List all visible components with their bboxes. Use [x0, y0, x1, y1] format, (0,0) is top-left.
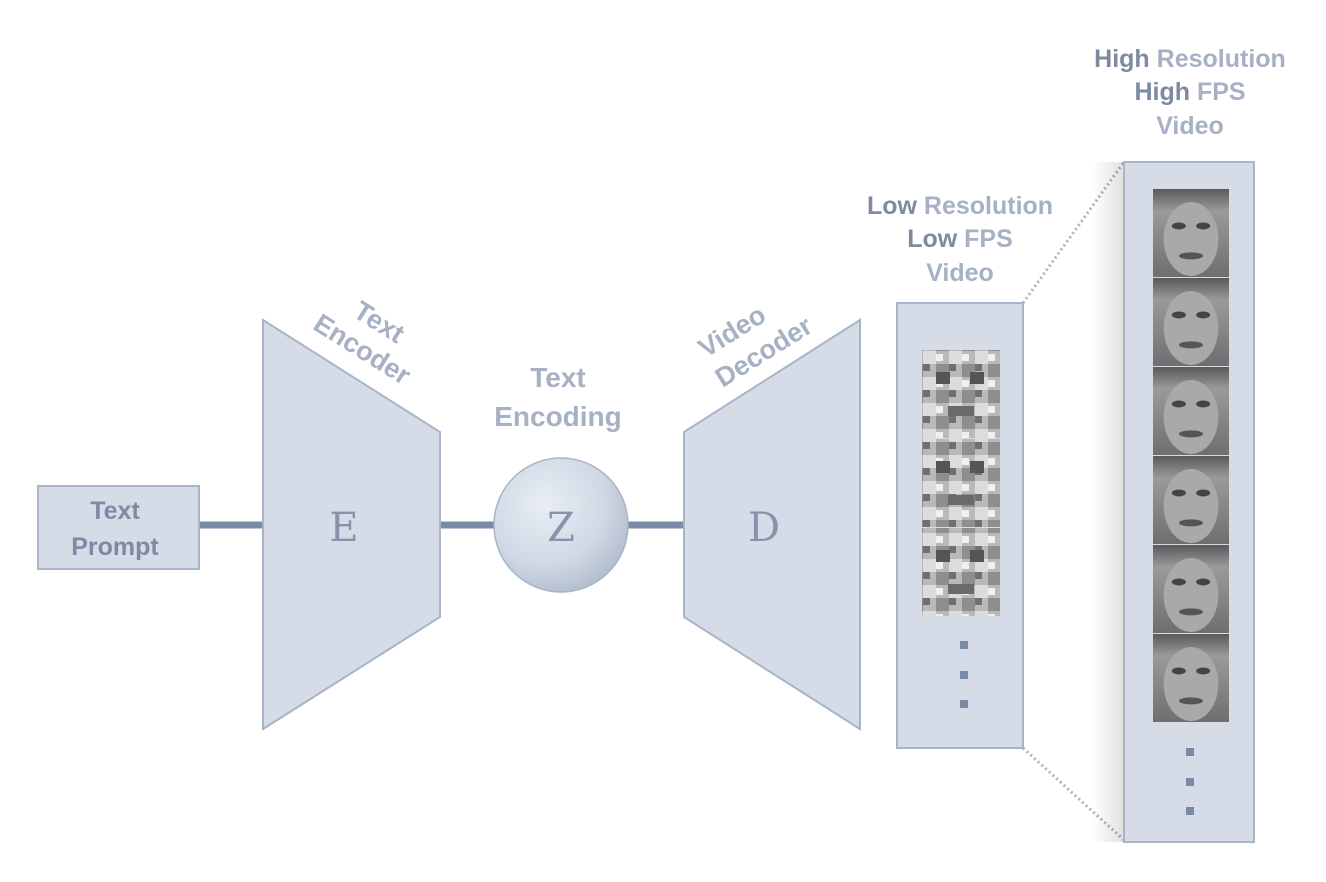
text-prompt-rect	[37, 485, 200, 570]
text-prompt-box: Text Prompt	[37, 485, 200, 570]
frame-face	[1163, 380, 1219, 454]
low-video-title-line1: Low Resolution	[867, 192, 1053, 220]
high-video-shadow	[1092, 162, 1124, 842]
frame-mouth	[1179, 697, 1203, 705]
decoder-letter: D	[748, 505, 780, 551]
video-frame	[922, 528, 1000, 616]
frame-eye-right	[970, 461, 984, 473]
latent-letter: Z	[547, 505, 575, 551]
frame-mouth	[1179, 341, 1203, 349]
frame-face	[1163, 291, 1219, 365]
frame-eye-right	[1196, 400, 1211, 408]
text-encoding-latent: Text Encoding Z	[493, 362, 629, 593]
video-frame	[1153, 456, 1229, 544]
frame-image	[922, 439, 1000, 527]
frame-mouth	[948, 406, 974, 416]
frame-eye-left	[1171, 400, 1186, 408]
frame-image	[922, 528, 1000, 616]
video-frame	[1153, 189, 1229, 277]
video-frame	[1153, 634, 1229, 722]
frame-mouth	[1179, 252, 1203, 260]
frame-eye-right	[1196, 311, 1211, 319]
frame-face	[1163, 469, 1219, 543]
video-frame	[922, 350, 1000, 438]
decoder-trapezoid	[683, 318, 861, 731]
encoder-trapezoid	[262, 318, 441, 731]
frame-mouth	[948, 584, 974, 594]
video-frame	[1153, 278, 1229, 366]
low-video-title-line3: Video	[926, 259, 994, 287]
zoom-guides	[1021, 161, 1126, 842]
frame-mouth	[1179, 519, 1203, 527]
encoder-letter: E	[329, 505, 358, 551]
video-frame	[1153, 367, 1229, 455]
ellipsis-dot	[960, 700, 968, 708]
frame-eye-left	[936, 372, 950, 384]
video-frame	[1153, 545, 1229, 633]
frame-eye-right	[1196, 489, 1211, 497]
text-prompt-label-line2: Prompt	[71, 533, 159, 561]
low-video-title-line2: Low FPS	[907, 225, 1013, 253]
video-frame	[922, 439, 1000, 527]
frame-eye-left	[1171, 578, 1186, 586]
frame-eye-left	[1171, 667, 1186, 675]
frame-eye-left	[936, 550, 950, 562]
high-video-frames	[1153, 189, 1229, 722]
frame-eye-left	[1171, 311, 1186, 319]
text-prompt-label-line1: Text	[90, 497, 140, 525]
frame-mouth	[1179, 608, 1203, 616]
latent-title-line2: Encoding	[494, 401, 622, 432]
low-res-video: Low Resolution Low FPS Video	[867, 192, 1053, 749]
frame-eye-right	[970, 550, 984, 562]
latent-title-line1: Text	[530, 362, 586, 393]
frame-eye-left	[1171, 222, 1186, 230]
latent-sphere	[493, 457, 629, 593]
frame-eye-right	[1196, 222, 1211, 230]
frame-face	[1163, 647, 1219, 721]
frame-eye-right	[1196, 578, 1211, 586]
ellipsis-dot	[1186, 748, 1194, 756]
low-video-frames	[922, 350, 1000, 616]
zoom-guide-top	[1021, 161, 1126, 304]
video-decoder: D Video Decoder	[683, 299, 861, 731]
frame-face	[1163, 558, 1219, 632]
high-video-title-line2: High FPS	[1134, 78, 1245, 106]
frame-eye-left	[1171, 489, 1186, 497]
ellipsis-dot	[960, 671, 968, 679]
frame-eye-right	[1196, 667, 1211, 675]
high-video-title-line3: Video	[1156, 112, 1224, 140]
frame-eye-left	[936, 461, 950, 473]
frame-eye-right	[970, 372, 984, 384]
high-video-ellipsis	[1186, 748, 1194, 815]
high-video-title-line1: High Resolution	[1094, 45, 1286, 73]
text-encoder: E Text Encoder	[262, 295, 441, 731]
high-res-video: High Resolution High FPS Video	[1092, 45, 1286, 843]
ellipsis-dot	[960, 641, 968, 649]
frame-mouth	[1179, 430, 1203, 438]
ellipsis-dot	[1186, 778, 1194, 786]
low-video-ellipsis	[960, 641, 968, 708]
frame-face	[1163, 202, 1219, 276]
frame-mouth	[948, 495, 974, 505]
frame-image	[922, 350, 1000, 438]
ellipsis-dot	[1186, 807, 1194, 815]
